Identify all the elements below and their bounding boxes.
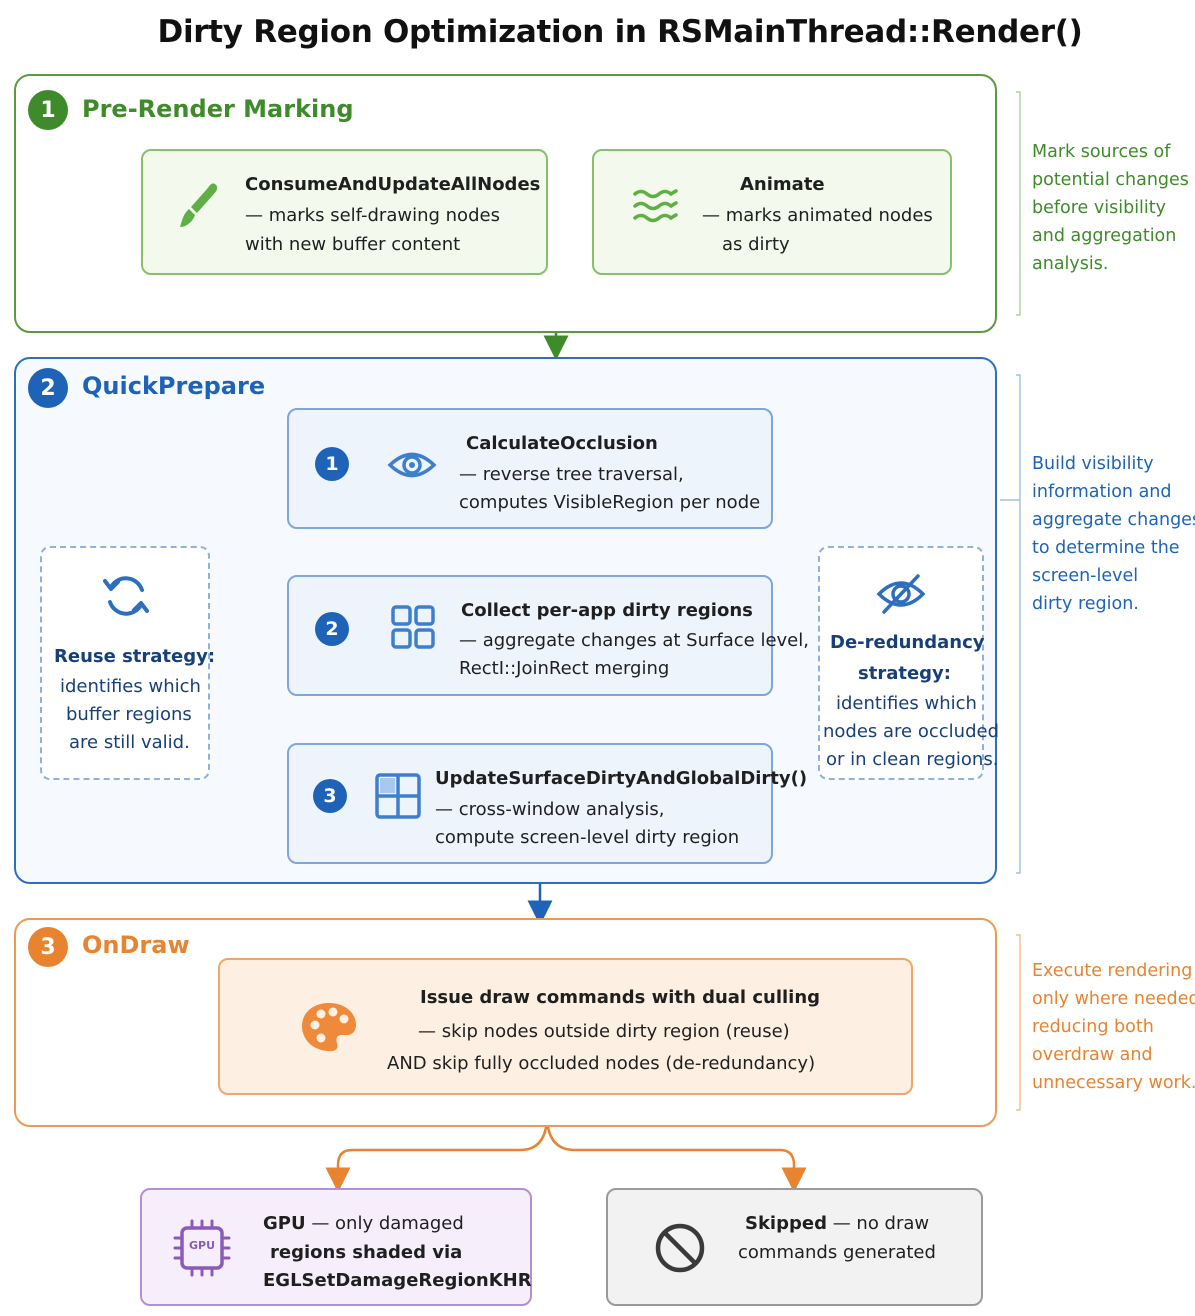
consume-update-box: ConsumeAndUpdateAllNodes — marks self-dr… xyxy=(141,149,548,275)
calculate-occlusion-box: 1 CalculateOcclusion — reverse tree trav… xyxy=(287,408,773,529)
box-text-line: — marks self-drawing nodes xyxy=(245,205,500,226)
section-title: OnDraw xyxy=(82,931,190,959)
skipped-outcome-box: Skipped — no draw commands generated xyxy=(606,1188,983,1306)
palette-icon xyxy=(302,1003,356,1052)
box-text-line: — cross-window analysis, xyxy=(435,799,665,820)
box-title: Animate xyxy=(740,174,825,195)
deredundancy-strategy-box: De-redundancy strategy: identifies which… xyxy=(818,546,999,780)
strategy-text-line: identifies which xyxy=(60,676,201,697)
outcome-title-rest: — no draw xyxy=(826,1213,930,1234)
note-line: information and xyxy=(1032,482,1172,502)
grid-icon xyxy=(391,605,435,649)
note-line: Build visibility xyxy=(1032,454,1154,474)
box-title: ConsumeAndUpdateAllNodes xyxy=(245,174,541,195)
strategy-title: strategy: xyxy=(858,663,951,684)
strategy-text-line: identifies which xyxy=(836,693,977,714)
gpu-chip-icon: GPU xyxy=(172,1218,232,1278)
step-number-badge: 1 xyxy=(315,447,349,481)
section-note-1: Mark sources of potential changes before… xyxy=(1032,138,1189,278)
refresh-icon xyxy=(103,576,149,616)
issue-draw-commands-box: Issue draw commands with dual culling — … xyxy=(218,958,913,1095)
box-text-line: compute screen-level dirty region xyxy=(435,827,740,848)
gpu-outcome-box: GPU GPU — only damaged regions shaded vi… xyxy=(140,1188,532,1306)
box-text-line: with new buffer content xyxy=(245,234,461,255)
outcome-text-line: regions shaded via xyxy=(270,1242,463,1263)
outcome-title: Skipped xyxy=(745,1213,827,1234)
section-note-2: Build visibility information and aggrega… xyxy=(1032,450,1195,618)
strategy-text-line: or in clean regions. xyxy=(826,749,999,770)
page-title: Dirty Region Optimization in RSMainThrea… xyxy=(157,14,1083,50)
outcome-title: GPU xyxy=(263,1213,306,1234)
box-text-line: AND skip fully occluded nodes (de-redund… xyxy=(387,1053,816,1074)
note-line: Mark sources of xyxy=(1032,142,1171,162)
box-text-line: — aggregate changes at Surface level, xyxy=(459,630,809,651)
eye-off-icon xyxy=(876,574,926,614)
waves-icon xyxy=(633,189,678,223)
box-text-line: RectI::JoinRect merging xyxy=(459,658,670,679)
section-title: Pre-Render Marking xyxy=(82,95,354,123)
brush-icon xyxy=(180,183,218,227)
note-line: dirty region. xyxy=(1032,594,1139,614)
strategy-title: De-redundancy xyxy=(830,632,985,653)
note-line: reducing both xyxy=(1032,1017,1154,1037)
note-line: overdraw and xyxy=(1032,1045,1153,1065)
box-title: Collect per-app dirty regions xyxy=(461,600,753,621)
gpu-chip-label: GPU xyxy=(188,1239,216,1252)
eye-icon xyxy=(387,452,437,478)
note-line: screen-level xyxy=(1032,566,1139,586)
outcome-title-rest: — only damaged xyxy=(305,1213,464,1234)
note-line: analysis. xyxy=(1032,254,1109,274)
section-number-badge: 2 xyxy=(28,368,68,408)
outcome-text-line: commands generated xyxy=(738,1242,936,1263)
box-title: CalculateOcclusion xyxy=(466,433,658,454)
box-title: Issue draw commands with dual culling xyxy=(420,987,821,1008)
section-note-3: Execute rendering only where needed, red… xyxy=(1032,957,1195,1097)
strategy-text-line: buffer regions xyxy=(66,704,192,725)
step-number-badge: 3 xyxy=(313,779,347,813)
strategy-title: Reuse strategy: xyxy=(54,646,216,667)
box-text-line: — skip nodes outside dirty region (reuse… xyxy=(418,1021,790,1042)
outcome-text-line: EGLSetDamageRegionKHR xyxy=(263,1270,532,1291)
note-line: Execute rendering xyxy=(1032,961,1193,981)
note-line: unnecessary work. xyxy=(1032,1073,1195,1093)
note-line: only where needed, xyxy=(1032,989,1195,1009)
outcome-title-line: GPU — only damaged xyxy=(263,1209,464,1238)
prohibited-icon xyxy=(655,1223,705,1273)
reuse-strategy-box: Reuse strategy: identifies which buffer … xyxy=(40,546,215,780)
strategy-text-line: are still valid. xyxy=(69,732,190,753)
box-text-line: — marks animated nodes xyxy=(702,205,933,226)
step-number-badge: 2 xyxy=(315,612,349,646)
box-title: UpdateSurfaceDirtyAndGlobalDirty() xyxy=(435,768,808,789)
section-title: QuickPrepare xyxy=(82,372,266,400)
animate-box: Animate — marks animated nodes as dirty xyxy=(592,149,952,275)
section-number-badge: 3 xyxy=(28,927,68,967)
note-line: to determine the xyxy=(1032,538,1180,558)
note-line: before visibility xyxy=(1032,198,1166,218)
box-text-line: as dirty xyxy=(722,234,790,255)
note-line: and aggregation xyxy=(1032,226,1177,246)
update-surface-dirty-box: 3 UpdateSurfaceDirtyAndGlobalDirty() — c… xyxy=(287,743,807,864)
note-line: potential changes xyxy=(1032,170,1189,190)
section-number-badge: 1 xyxy=(28,90,68,130)
box-text-line: — reverse tree traversal, xyxy=(459,464,684,485)
note-line: aggregate changes xyxy=(1032,510,1195,530)
collect-dirty-regions-box: 2 Collect per-app dirty regions — aggreg… xyxy=(287,575,809,696)
outcome-title-line: Skipped — no draw xyxy=(745,1209,929,1238)
box-text-line: computes VisibleRegion per node xyxy=(459,492,761,513)
strategy-text-line: nodes are occluded xyxy=(823,721,999,742)
window-layout-icon xyxy=(375,773,421,819)
